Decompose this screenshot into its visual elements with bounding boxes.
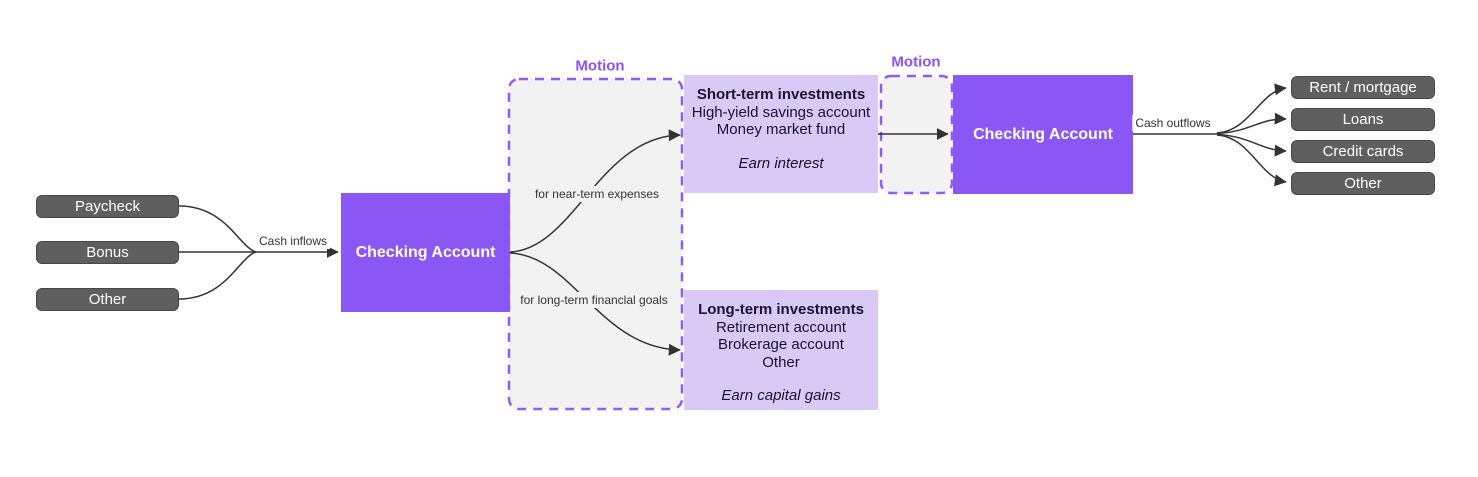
motion-group-label-2: Motion — [891, 53, 941, 71]
node-paycheck: Paycheck — [36, 195, 179, 218]
long-term-title: Long-term investments — [698, 301, 864, 318]
edge-to-loans — [1216, 112, 1287, 135]
checking-account-outflow-label: Checking Account — [973, 125, 1113, 143]
motion-group-box-2 — [879, 74, 954, 195]
node-credit-cards-label: Credit cards — [1322, 143, 1404, 160]
long-term-item: Retirement account — [715, 318, 847, 336]
node-rent-mortgage: Rent / mortgage — [1291, 76, 1435, 99]
edge-to-rent-mortgage — [1216, 83, 1287, 134]
node-checking-account-inflow: Checking Account — [341, 193, 510, 312]
edge-to-credit-cards — [1216, 133, 1287, 157]
long-term-item: Brokerage account — [718, 336, 844, 353]
edge-label-cash-outflows: Cash outflows — [1132, 115, 1214, 131]
short-term-note: Earn interest — [738, 154, 824, 172]
node-short-term-investments: Short-term investments High-yield saving… — [684, 75, 878, 193]
node-paycheck-label: Paycheck — [74, 198, 141, 215]
edge-label-long-term: for long-term financlal goals — [517, 292, 671, 308]
checking-account-inflow-label: Checking Account — [355, 243, 496, 261]
node-other-outflow-label: Other — [1344, 175, 1382, 192]
node-checking-account-outflow: Checking Account — [953, 75, 1133, 194]
long-term-item: Other — [762, 353, 800, 371]
edge-paycheck-to-merge — [178, 205, 257, 253]
short-term-title: Short-term investments — [696, 86, 866, 103]
edge-to-other-outflow — [1216, 134, 1287, 187]
motion-group-label-1: Motion — [575, 57, 625, 75]
node-loans-label: Loans — [1342, 111, 1384, 128]
node-credit-cards: Credit cards — [1291, 140, 1435, 163]
node-other-inflow: Other — [36, 288, 179, 311]
edge-label-near-term: for near-term expenses — [531, 186, 663, 202]
motion-group-box-1 — [507, 77, 684, 411]
node-other-outflow: Other — [1291, 172, 1435, 195]
short-term-item: Money market fund — [716, 121, 846, 138]
node-bonus-label: Bonus — [86, 244, 129, 261]
short-term-item: High-yield savings account — [691, 103, 871, 121]
node-other-inflow-label: Other — [88, 291, 127, 308]
node-loans: Loans — [1291, 108, 1435, 131]
long-term-note: Earn capital gains — [721, 387, 841, 404]
edge-label-cash-inflows: Cash inflows — [255, 233, 331, 249]
node-bonus: Bonus — [36, 241, 179, 264]
node-long-term-investments: Long-term investments Retirement account… — [684, 290, 878, 410]
node-rent-mortgage-label: Rent / mortgage — [1309, 79, 1417, 96]
edge-other-to-merge — [178, 251, 257, 300]
